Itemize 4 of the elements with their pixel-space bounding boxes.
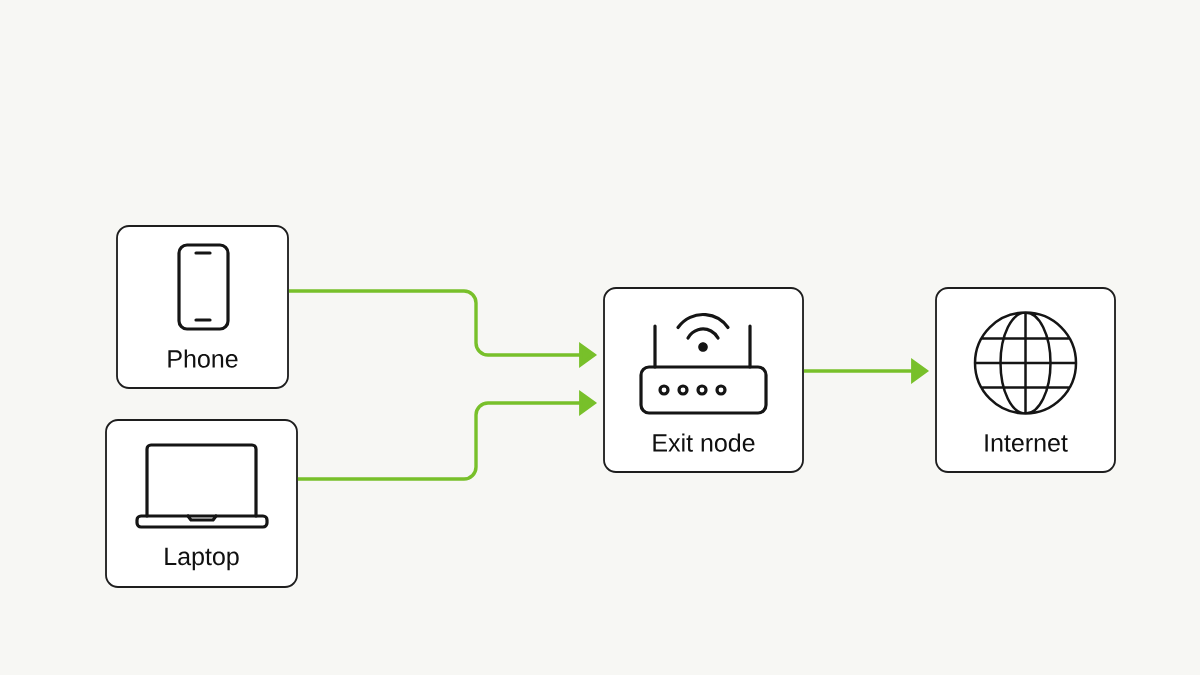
node-box: Laptop: [105, 419, 298, 588]
node-box: Internet: [935, 287, 1116, 473]
node-box: Phone: [116, 225, 289, 389]
node-box: Exit node: [603, 287, 804, 473]
